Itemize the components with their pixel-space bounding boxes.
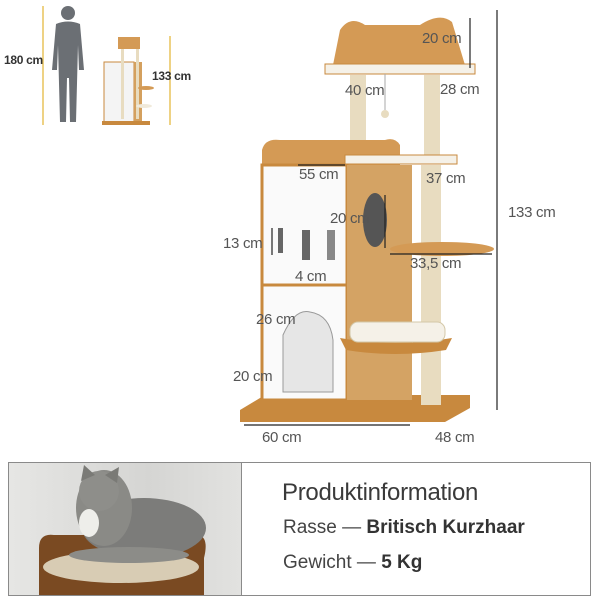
dim-window-width: 4 cm bbox=[295, 268, 327, 285]
weight-label: Gewicht — bbox=[283, 552, 376, 573]
lower-bed-cushion bbox=[349, 321, 446, 343]
house-door bbox=[282, 310, 334, 393]
dim-house-width: 55 cm bbox=[299, 166, 339, 183]
upper-post-right bbox=[424, 75, 440, 160]
dim-base-width: 60 cm bbox=[262, 429, 302, 446]
dim-hole-diameter: 20 cm bbox=[330, 210, 370, 227]
dim-top-bed-depth: 28 cm bbox=[440, 81, 480, 98]
dim-window-height: 13 cm bbox=[223, 235, 263, 252]
dim-door-height: 26 cm bbox=[256, 311, 296, 328]
breed-row: Rasse — Britisch Kurzhaar bbox=[283, 517, 525, 539]
upper-post-left bbox=[350, 75, 366, 160]
dim-total-height: 133 cm bbox=[508, 204, 556, 221]
product-info-panel: Produktinformation Rasse — Britisch Kurz… bbox=[8, 462, 591, 596]
cat-tree bbox=[240, 17, 494, 422]
dim-top-bed-height: 20 cm bbox=[422, 30, 462, 47]
base-board bbox=[240, 395, 470, 422]
dim-base-depth: 48 cm bbox=[435, 429, 475, 446]
sisal-post bbox=[421, 165, 441, 405]
person-silhouette-icon bbox=[52, 6, 84, 122]
weight-value: 5 Kg bbox=[381, 552, 423, 573]
product-height-small-label: 133 cm bbox=[152, 69, 191, 83]
window-slot bbox=[278, 228, 283, 253]
breed-value: Britisch Kurzhaar bbox=[366, 517, 525, 538]
dim-round-platform: 33,5 cm bbox=[410, 255, 462, 272]
window-slot bbox=[302, 230, 310, 260]
dim-top-bed-width: 40 cm bbox=[345, 82, 385, 99]
dimension-lines bbox=[244, 10, 498, 426]
round-platform bbox=[390, 242, 494, 256]
product-diagram bbox=[42, 6, 498, 426]
window-slot bbox=[327, 230, 335, 260]
dim-platform-depth: 37 cm bbox=[426, 170, 466, 187]
middle-platform bbox=[344, 154, 458, 165]
small-tree-icon bbox=[102, 37, 154, 125]
side-hole bbox=[363, 193, 387, 247]
top-platform bbox=[324, 63, 476, 75]
weight-row: Gewicht — 5 Kg bbox=[283, 552, 422, 574]
person-height-label: 180 cm bbox=[4, 53, 43, 67]
toy-ball-icon bbox=[381, 110, 389, 118]
cat-photo bbox=[9, 463, 242, 595]
info-title: Produktinformation bbox=[282, 479, 479, 506]
breed-label: Rasse — bbox=[283, 517, 362, 538]
top-bed bbox=[333, 17, 465, 65]
dim-door-width: 20 cm bbox=[233, 368, 273, 385]
